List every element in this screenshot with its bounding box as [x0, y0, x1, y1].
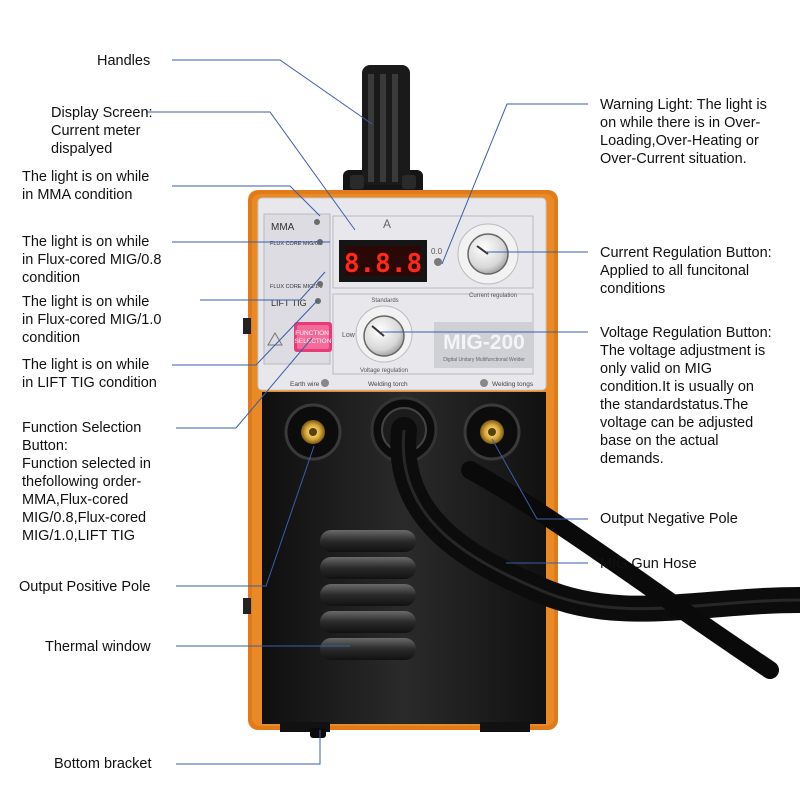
thermal-window — [320, 530, 416, 660]
label-current-regulation: Current Regulation Button: Applied to al… — [600, 245, 772, 297]
voltage-regulation-knob[interactable] — [355, 305, 413, 363]
control-panel: A MMA FLUX CORE MIG/0.8 FLUX CORE MIG/1.… — [257, 197, 547, 391]
panel-unit-label: A — [383, 217, 391, 231]
model-subtitle: Digital Unitary Multifunctional Welder — [443, 357, 525, 363]
standards-label: Standards — [371, 298, 398, 304]
model-name: MIG-200 — [443, 331, 525, 354]
bottom-bracket — [280, 722, 530, 738]
lift-tig-indicator-light — [315, 298, 321, 304]
label-function-selection: Function Selection Button: Function sele… — [22, 420, 151, 544]
indicator-label-mma: MMA — [271, 222, 295, 233]
current-regulation-knob[interactable] — [457, 223, 519, 285]
voltage-low-label: Low — [342, 332, 356, 339]
label-display-screen: Display Screen: Current meter dispalyed — [51, 105, 153, 157]
indicator-label-lift-tig: LIFT TIG — [271, 298, 307, 308]
current-knob-label: Current regulation — [469, 293, 517, 299]
welding-tongs-label: Welding tongs — [492, 381, 534, 388]
label-bottom-bracket: Bottom bracket — [54, 756, 152, 772]
label-voltage-regulation: Voltage Regulation Button: The voltage a… — [600, 325, 772, 467]
output-positive-pole[interactable] — [284, 403, 342, 461]
label-thermal-window: Thermal window — [45, 639, 151, 655]
label-mig-gun-hose: MIG Gun Hose — [600, 556, 697, 572]
output-negative-pole[interactable] — [463, 403, 521, 461]
label-output-positive: Output Positive Pole — [19, 579, 151, 595]
flux-10-indicator-light — [317, 281, 323, 287]
label-flux-10-light: The light is on while in Flux-cored MIG/… — [22, 294, 162, 346]
indicator-label-flux-08: FLUX CORE MIG/0.8 — [270, 241, 323, 247]
earth-wire-label: Earth wire — [290, 381, 320, 388]
label-lift-tig-light: The light is on while in LIFT TIG condit… — [22, 357, 157, 391]
label-mma-light: The light is on while in MMA condition — [22, 169, 150, 203]
label-flux-08-light: The light is on while in Flux-cored MIG/… — [22, 234, 162, 286]
mig-gun-hose — [390, 417, 800, 679]
function-selection-button[interactable]: FUNCTION SELECTION — [294, 322, 332, 352]
leader-lines — [146, 59, 588, 765]
handle — [343, 65, 423, 196]
mma-indicator-light — [314, 219, 320, 225]
warning-light — [434, 258, 442, 266]
current-display: 8.8.8 — [339, 240, 427, 282]
label-handles: Handles — [97, 53, 151, 69]
plus-icon — [321, 379, 329, 387]
label-warning-light: Warning Light: The light is on while the… — [600, 97, 767, 167]
current-range-min: 0.0 — [431, 247, 443, 256]
voltage-knob-label: Voltage regulation — [360, 368, 408, 374]
indicator-label-flux-10: FLUX CORE MIG/1.0 — [270, 284, 323, 290]
minus-icon — [480, 379, 488, 387]
label-output-negative: Output Negative Pole — [600, 511, 738, 527]
welding-torch-label: Welding torch — [368, 381, 408, 388]
function-button-label: FUNCTION SELECTION — [295, 330, 332, 345]
display-digits: 8.8.8 — [344, 249, 422, 279]
